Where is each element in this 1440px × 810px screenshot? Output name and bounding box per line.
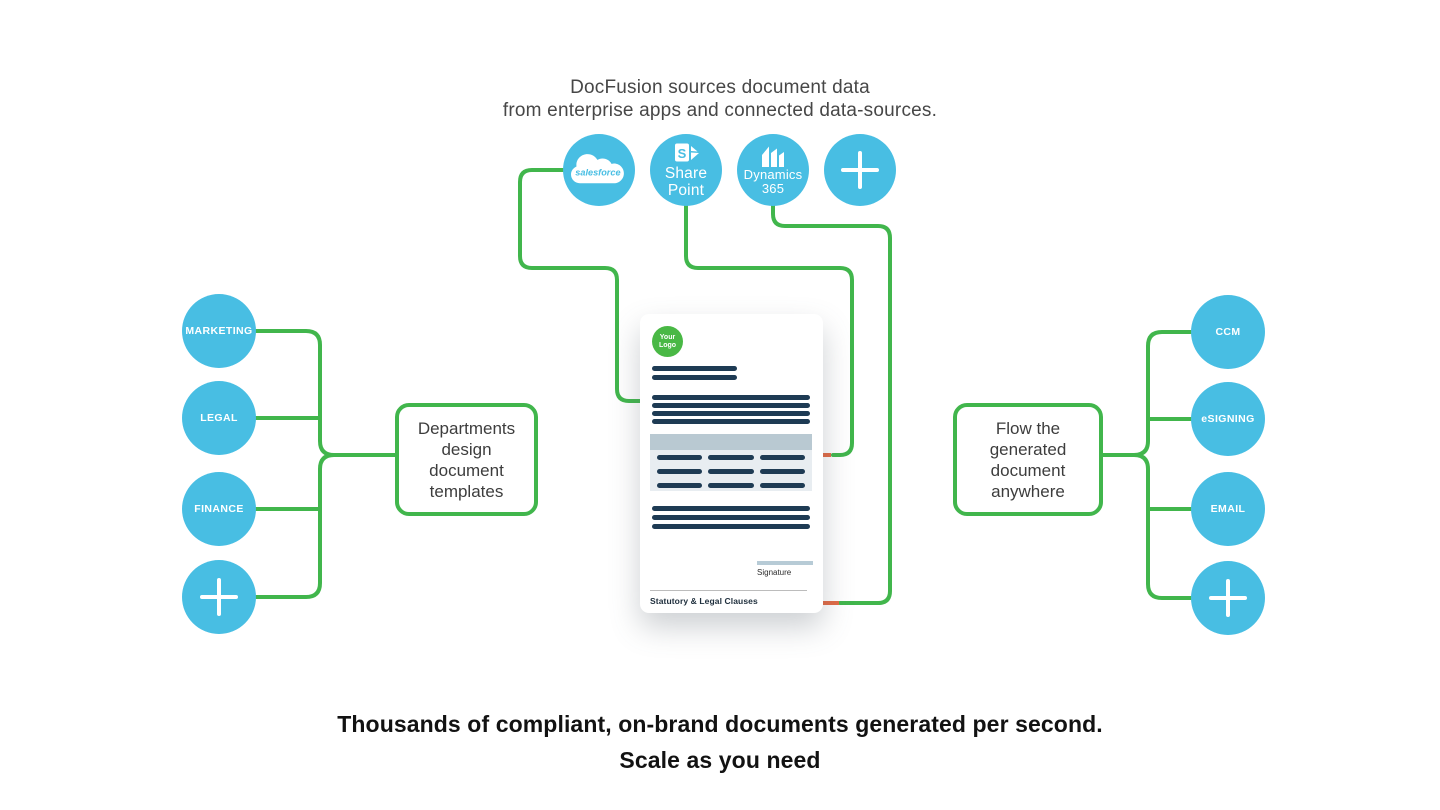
header-title: DocFusion sources document data from ent… [0, 76, 1440, 122]
source-label-sharepoint-line1: Share [664, 164, 708, 182]
node-ccm-label: CCM [1215, 326, 1241, 338]
left-callout-line2: design [441, 439, 492, 459]
node-marketing-label: MARKETING [185, 325, 253, 337]
doc-text-line [652, 419, 810, 424]
plus-icon [841, 151, 879, 189]
doc-divider [650, 590, 807, 591]
node-esigning-label: eSIGNING [1201, 413, 1255, 425]
node-finance: FINANCE [182, 472, 256, 546]
connector-right-bracket-bottom [1132, 453, 1195, 600]
doc-table-cell [657, 455, 703, 460]
doc-table-cell [759, 483, 805, 488]
salesforce-wordmark: salesforce [575, 167, 620, 177]
left-callout-line4: templates [429, 481, 504, 501]
connector-left-bracket-top [253, 329, 401, 457]
doc-table-row [657, 483, 805, 488]
bottom-headline-line2: Scale as you need [619, 747, 821, 773]
doc-table-cell [657, 469, 703, 474]
source-label-sharepoint-line2: Point [667, 181, 705, 199]
sharepoint-icon-letter: S [678, 146, 687, 161]
node-finance-label: FINANCE [194, 503, 244, 515]
doc-table-cell [708, 469, 754, 474]
salesforce-cloud-icon: salesforce [571, 154, 624, 184]
left-callout-line1: Departments [417, 418, 516, 438]
left-callout-box: Departments design document templates [395, 403, 538, 516]
your-logo-line1: Your [659, 333, 676, 341]
doc-table-cell [759, 469, 805, 474]
header-title-line1: DocFusion sources document data [570, 77, 870, 98]
doc-text-line [652, 524, 810, 529]
left-callout-line3: document [429, 460, 504, 480]
node-legal-label: LEGAL [200, 412, 238, 424]
source-label-dynamics-line2: 365 [761, 180, 785, 196]
document-preview: Your Logo [640, 314, 823, 613]
doc-text-line [652, 395, 810, 400]
node-legal: LEGAL [182, 381, 256, 455]
node-add-output [1191, 561, 1265, 635]
right-callout-line1: Flow the [995, 418, 1061, 438]
node-ccm: CCM [1191, 295, 1265, 369]
doc-table-cell [708, 455, 754, 460]
doc-table-cell [759, 455, 805, 460]
node-email-label: EMAIL [1210, 503, 1246, 515]
doc-text-line [652, 515, 810, 520]
connector-sharepoint [684, 203, 854, 457]
plus-icon [200, 578, 238, 616]
your-logo-line2: Logo [658, 341, 677, 349]
dynamics-sails-icon [762, 146, 784, 167]
doc-table-placeholder [650, 434, 812, 491]
plus-icon [1209, 579, 1247, 617]
sharepoint-icon: S [675, 143, 699, 161]
source-node-sharepoint: S Share Point [650, 134, 722, 206]
source-node-salesforce: salesforce [563, 134, 635, 206]
right-callout-line2: generated [989, 439, 1067, 459]
source-label-dynamics-line1: Dynamics [743, 166, 803, 182]
bottom-headline: Thousands of compliant, on-brand documen… [0, 706, 1440, 778]
your-logo-badge: Your Logo [652, 326, 683, 357]
source-node-add [824, 134, 896, 206]
doc-table-cell [657, 483, 703, 488]
header-title-line2: from enterprise apps and connected data-… [502, 100, 938, 121]
doc-text-line [652, 506, 810, 511]
doc-address-line [652, 375, 737, 380]
doc-table-header [650, 434, 812, 450]
doc-address-line [652, 366, 737, 371]
connector-right-bracket-top [1097, 330, 1195, 457]
right-callout-line3: document [990, 460, 1066, 480]
node-marketing: MARKETING [182, 294, 256, 368]
node-add-department [182, 560, 256, 634]
node-email: EMAIL [1191, 472, 1265, 546]
source-node-dynamics365: Dynamics 365 [737, 134, 809, 206]
node-esigning: eSIGNING [1191, 382, 1265, 456]
right-callout-box: Flow the generated document anywhere [953, 403, 1103, 516]
connector-left-bracket-bottom [253, 453, 336, 599]
doc-table-row [657, 469, 805, 474]
connector-dynamics [771, 203, 892, 605]
connector-salesforce [518, 168, 650, 403]
doc-footer-label: Statutory & Legal Clauses [650, 596, 758, 606]
right-callout-line4: anywhere [991, 481, 1065, 501]
doc-text-line [652, 411, 810, 416]
signature-line [757, 561, 813, 565]
doc-text-line [652, 403, 810, 408]
doc-table-cell [708, 483, 754, 488]
bottom-headline-line1: Thousands of compliant, on-brand documen… [337, 711, 1103, 737]
doc-table-row [657, 455, 805, 460]
signature-label: Signature [757, 568, 792, 577]
